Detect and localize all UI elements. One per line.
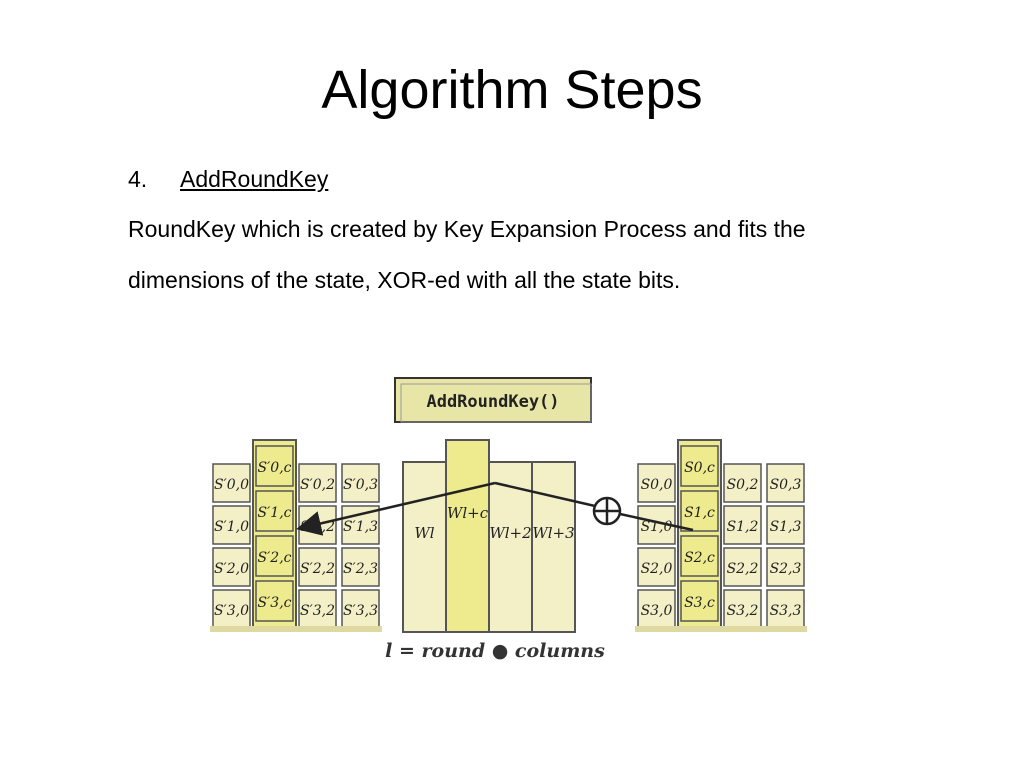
left-state-cell-label: S′0,2 — [300, 477, 335, 493]
right-state-cell-label: S0,c — [684, 460, 715, 476]
right-state-cell-label: S0,0 — [641, 477, 673, 493]
right-state-cell-label: S2,2 — [727, 561, 759, 577]
left-state-cell — [255, 490, 294, 532]
right-state-cell — [723, 505, 762, 545]
left-state-cell — [298, 589, 337, 629]
left-state-cell-label: S′2,0 — [214, 561, 249, 577]
right-state-cell-label: S2,3 — [770, 561, 802, 577]
right-state-cell-label: S2,c — [684, 550, 715, 566]
left-state-cell-label: S′0,0 — [214, 477, 249, 493]
left-state-cell-label: S′1,0 — [214, 519, 249, 535]
key-word-label: Wl+c — [447, 504, 489, 522]
key-word-label: Wl+3 — [532, 524, 574, 542]
left-state-base — [210, 626, 382, 632]
right-state-cell — [680, 445, 719, 487]
xor-icon — [592, 496, 622, 526]
left-state-cell — [298, 463, 337, 503]
right-state-cell — [637, 547, 676, 587]
left-state-cell — [255, 445, 294, 487]
key-word-column — [402, 461, 447, 633]
left-state-cell — [341, 547, 380, 587]
slide-title: Algorithm Steps — [321, 60, 703, 120]
left-state-cell — [212, 589, 251, 629]
left-state-cell — [341, 589, 380, 629]
left-state-cell-label: S′3,c — [258, 595, 292, 611]
right-state-cell — [766, 547, 805, 587]
right-state-cell-label: S2,0 — [641, 561, 673, 577]
function-label: AddRoundKey() — [426, 392, 559, 412]
round-formula: l = round ● columns — [385, 640, 605, 662]
left-state-cell — [341, 505, 380, 545]
left-state-cell — [212, 547, 251, 587]
left-state-cell-label: S′2,2 — [300, 561, 335, 577]
right-state-cell — [766, 589, 805, 629]
key-to-xor-line — [494, 481, 596, 508]
output-arrow — [296, 481, 496, 536]
left-state-cell-label: S′1,c — [258, 505, 292, 521]
right-state-cell-label: S1,2 — [727, 519, 759, 535]
right-state-cell-label: S3,2 — [727, 603, 759, 619]
key-word-column — [445, 439, 490, 633]
description-line-1: RoundKey which is created by Key Expansi… — [128, 216, 806, 242]
right-state-cell — [680, 535, 719, 577]
key-word-column — [531, 461, 576, 633]
left-state-cell — [255, 580, 294, 622]
left-state-cell — [341, 463, 380, 503]
step-name: AddRoundKey — [180, 166, 329, 192]
key-word-label: Wl — [414, 524, 434, 542]
right-state-cell-label: S0,2 — [727, 477, 759, 493]
left-state-cell — [298, 547, 337, 587]
left-state-cell-label: S′3,2 — [300, 603, 335, 619]
right-state-cell — [637, 463, 676, 503]
right-state-cell — [766, 463, 805, 503]
left-state-cell-label: S′1,3 — [343, 519, 378, 535]
step-number: 4. — [128, 166, 148, 192]
right-state-cell-label: S1,c — [684, 505, 715, 521]
right-state-cell — [723, 463, 762, 503]
right-state-cell — [680, 490, 719, 532]
state-to-xor-line — [619, 512, 694, 532]
left-state-cell-label: S′3,3 — [343, 603, 378, 619]
right-state-cell — [766, 505, 805, 545]
left-state-cell-label: S′0,3 — [343, 477, 378, 493]
left-state-cell-label: S′0,c — [258, 460, 292, 476]
left-state-cell-label: S′3,0 — [214, 603, 249, 619]
right-state-base — [635, 626, 807, 632]
right-state-cell — [723, 589, 762, 629]
left-state-cell — [212, 505, 251, 545]
left-state-cell-label: S′2,3 — [343, 561, 378, 577]
function-label-box: AddRoundKey() — [394, 377, 592, 423]
left-state-cell-label: S′2,c — [258, 550, 292, 566]
right-state-cell-label: S1,3 — [770, 519, 802, 535]
right-state-cell-label: S3,c — [684, 595, 715, 611]
key-word-label: Wl+2 — [489, 524, 531, 542]
right-state-cell-label: S0,3 — [770, 477, 802, 493]
description-line-2: dimensions of the state, XOR-ed with all… — [128, 267, 681, 293]
right-state-cell-label: S3,0 — [641, 603, 673, 619]
right-state-cell-label: S3,3 — [770, 603, 802, 619]
right-state-cell — [637, 589, 676, 629]
right-state-cell — [680, 580, 719, 622]
left-state-cell — [255, 535, 294, 577]
left-state-cell — [212, 463, 251, 503]
right-state-cell — [723, 547, 762, 587]
